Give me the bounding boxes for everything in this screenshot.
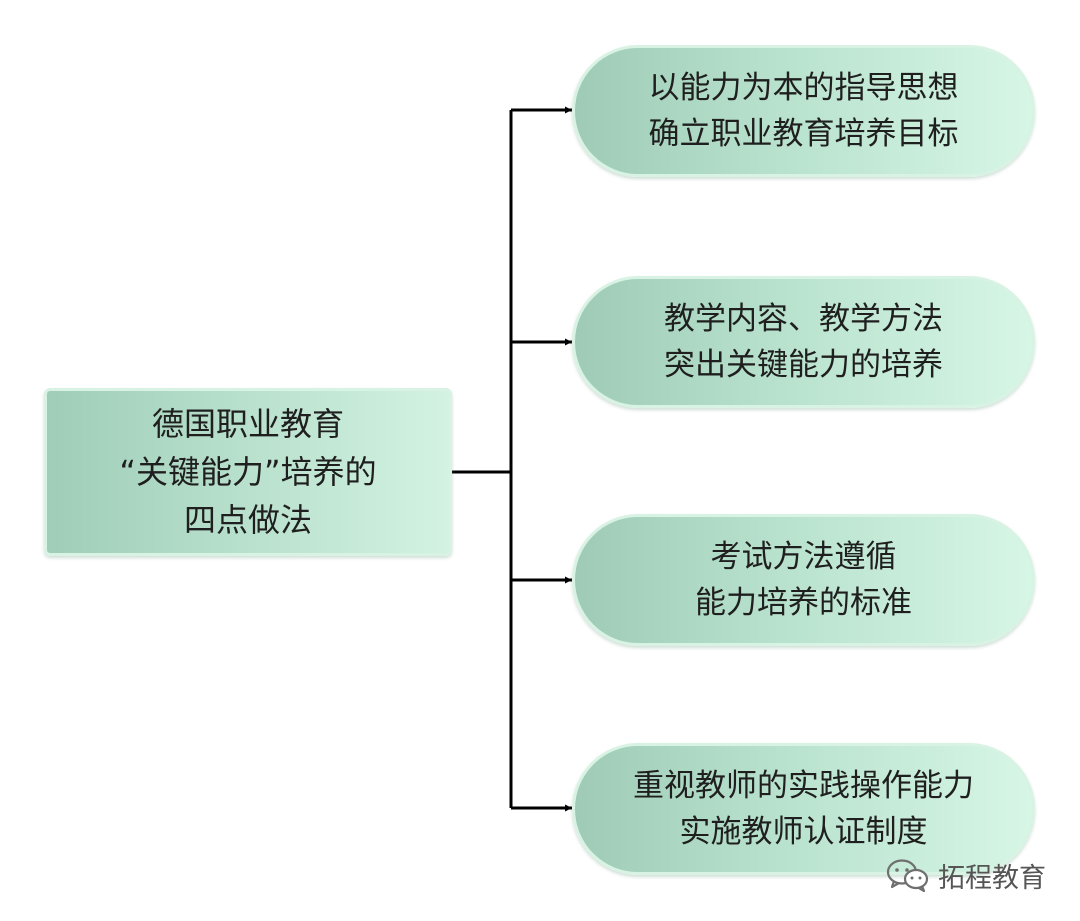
branch-node-4: 重视教师的实践操作能力 实施教师认证制度 — [572, 743, 1035, 875]
branch-3-line-1: 考试方法遵循 — [710, 539, 897, 575]
watermark-text: 拓程教育 — [938, 862, 1046, 894]
root-node: 德国职业教育 “关键能力”培养的 四点做法 — [44, 388, 452, 556]
branch-1-line-1: 以能力为本的指导思想 — [648, 70, 959, 106]
branch-2-line-1: 教学内容、教学方法 — [664, 301, 943, 337]
branch-4-line-2: 实施教师认证制度 — [679, 814, 928, 850]
branch-2-line-2: 突出关键能力的培养 — [664, 347, 943, 383]
branch-3-line-2: 能力培养的标准 — [695, 585, 912, 621]
branch-node-3: 考试方法遵循 能力培养的标准 — [572, 514, 1035, 646]
branch-4-line-1: 重视教师的实践操作能力 — [633, 768, 974, 804]
root-line-2: “关键能力”培养的 — [119, 453, 377, 491]
wechat-icon — [886, 859, 929, 892]
root-line-1: 德国职业教育 — [151, 405, 344, 443]
branch-1-line-2: 确立职业教育培养目标 — [648, 116, 959, 152]
watermark: 拓程教育 — [886, 855, 1046, 895]
branch-node-2: 教学内容、教学方法 突出关键能力的培养 — [572, 276, 1035, 408]
branch-node-1: 以能力为本的指导思想 确立职业教育培养目标 — [572, 45, 1035, 177]
root-line-3: 四点做法 — [183, 501, 312, 539]
